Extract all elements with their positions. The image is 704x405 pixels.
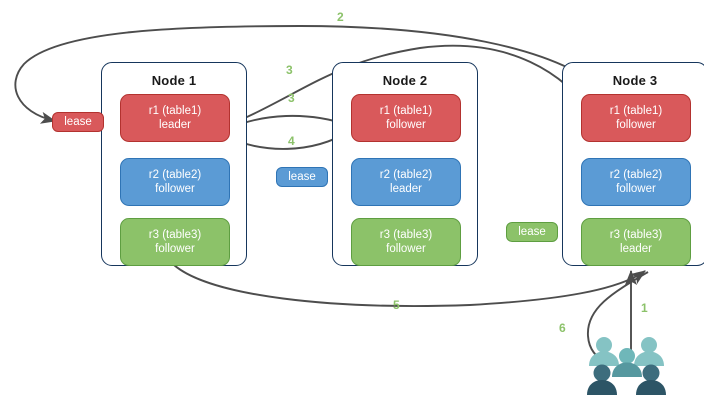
node-2-replica-r2[interactable]: r2 (table2) leader xyxy=(351,158,461,206)
node-1-title: Node 1 xyxy=(151,73,197,88)
node-1-replica-r2[interactable]: r2 (table2) follower xyxy=(120,158,230,206)
arrow-step-5 xyxy=(173,264,646,307)
replica-role: leader xyxy=(390,183,422,195)
replica-role: follower xyxy=(616,119,656,131)
replica-name: r1 (table1) xyxy=(379,105,433,117)
node-1-replica-r1[interactable]: r1 (table1) leader xyxy=(120,94,230,142)
lease-token-red[interactable]: lease xyxy=(52,112,104,132)
lease-label: lease xyxy=(64,116,92,128)
node-2-title: Node 2 xyxy=(382,73,428,88)
replica-name: r2 (table2) xyxy=(148,169,202,181)
step-label-3-lower: 3 xyxy=(288,91,295,105)
step-label-6: 6 xyxy=(559,321,566,335)
step-label-2: 2 xyxy=(337,10,344,24)
replica-role: follower xyxy=(616,183,656,195)
users-group-icon xyxy=(587,337,666,395)
replica-role: follower xyxy=(386,243,426,255)
step-label-5: 5 xyxy=(393,298,400,312)
replica-name: r3 (table3) xyxy=(148,229,202,241)
replica-role: leader xyxy=(159,119,191,131)
node-2-replica-r3[interactable]: r3 (table3) follower xyxy=(351,218,461,266)
lease-label: lease xyxy=(288,171,316,183)
replica-role: follower xyxy=(155,183,195,195)
replica-role: follower xyxy=(386,119,426,131)
lease-token-blue[interactable]: lease xyxy=(276,167,328,187)
node-3-replica-r1[interactable]: r1 (table1) follower xyxy=(581,94,691,142)
replica-name: r1 (table1) xyxy=(148,105,202,117)
lease-label: lease xyxy=(518,226,546,238)
step-label-1: 1 xyxy=(641,301,648,315)
replica-name: r1 (table1) xyxy=(609,105,663,117)
node-3-replica-r3[interactable]: r3 (table3) leader xyxy=(581,218,691,266)
node-3-title: Node 3 xyxy=(612,73,658,88)
node-1-replica-r3[interactable]: r3 (table3) follower xyxy=(120,218,230,266)
replica-name: r3 (table3) xyxy=(609,229,663,241)
replica-role: leader xyxy=(620,243,652,255)
replica-name: r2 (table2) xyxy=(379,169,433,181)
node-3-replica-r2[interactable]: r2 (table2) follower xyxy=(581,158,691,206)
node-1-container[interactable]: Node 1 r1 (table1) leader r2 (table2) fo… xyxy=(101,62,247,266)
node-2-replica-r1[interactable]: r1 (table1) follower xyxy=(351,94,461,142)
step-label-4: 4 xyxy=(288,134,295,148)
node-2-container[interactable]: Node 2 r1 (table1) follower r2 (table2) … xyxy=(332,62,478,266)
replica-role: follower xyxy=(155,243,195,255)
replica-name: r3 (table3) xyxy=(379,229,433,241)
step-label-3-upper: 3 xyxy=(286,63,293,77)
replica-name: r2 (table2) xyxy=(609,169,663,181)
lease-token-green[interactable]: lease xyxy=(506,222,558,242)
node-3-container[interactable]: Node 3 r1 (table1) follower r2 (table2) … xyxy=(562,62,704,266)
